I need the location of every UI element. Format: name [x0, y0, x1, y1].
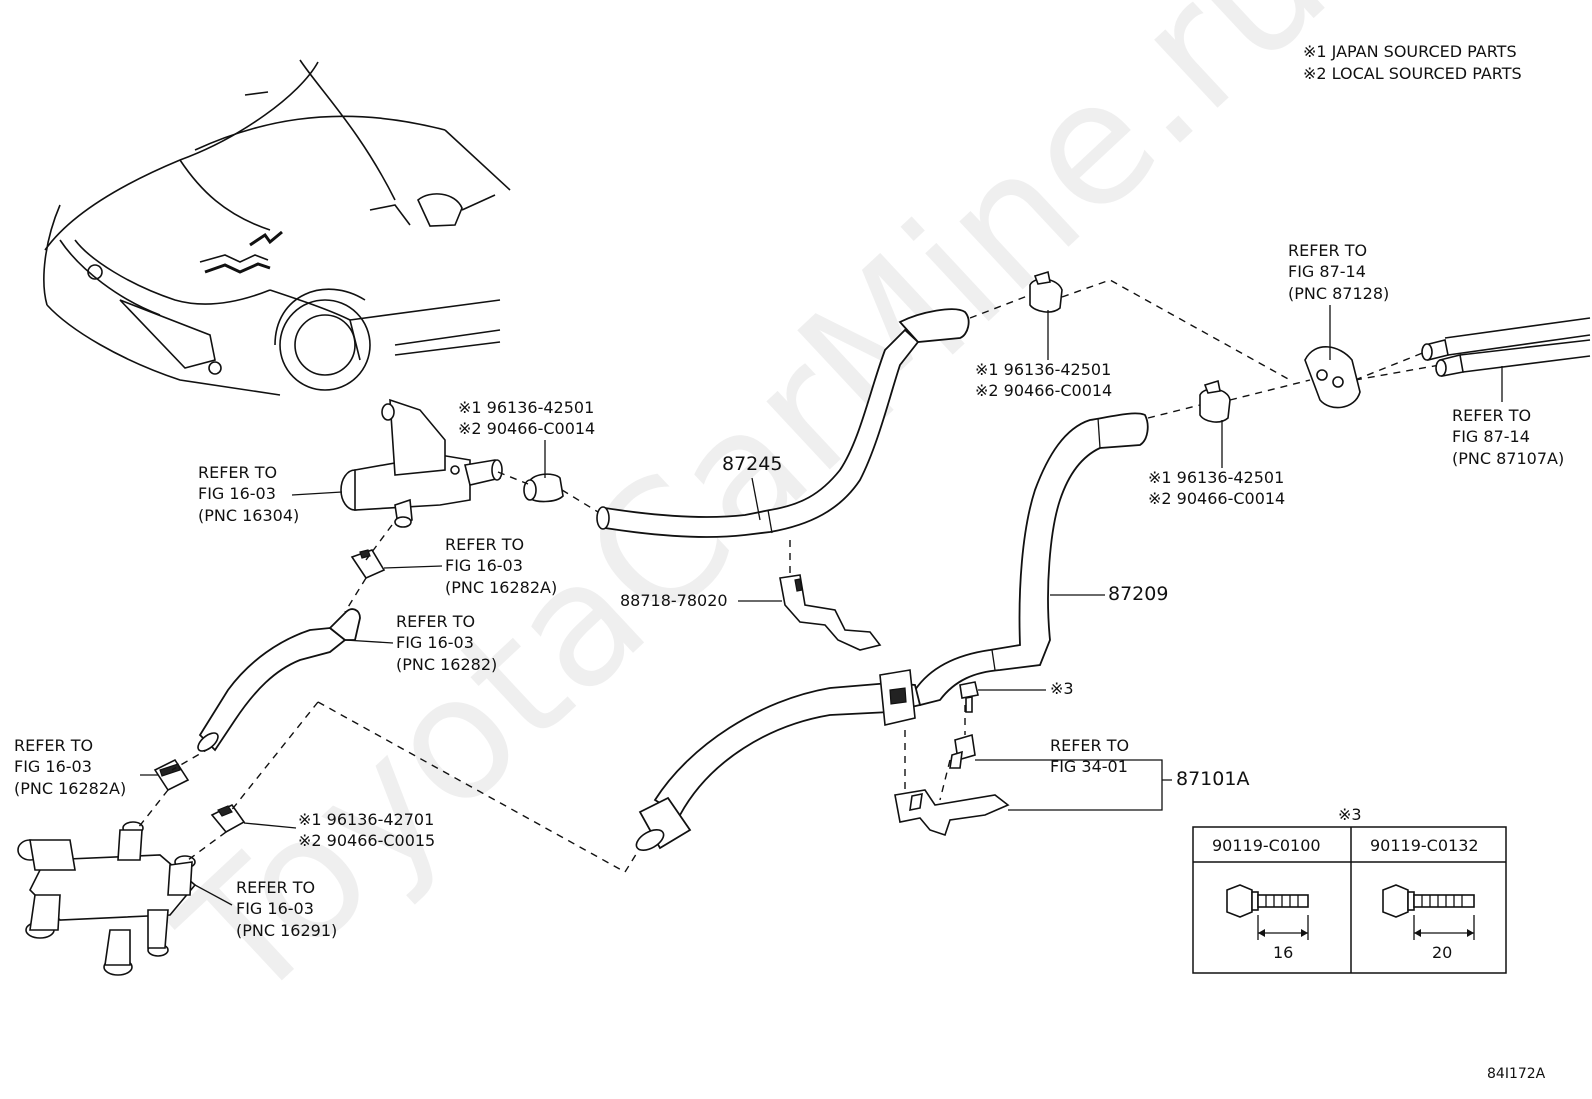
bolt-table: ※3 90119-C0100 90119-C0132 16 20: [1192, 805, 1507, 974]
bolt-mark3-label: ※3: [1050, 679, 1074, 698]
clamp-c-label-1: ※1 96136-42501: [1148, 468, 1284, 487]
vehicle-illustration: [43, 59, 511, 396]
ref-87107a-line-1: REFER TO: [1452, 406, 1531, 425]
grommet-87128: [1304, 346, 1361, 409]
hose-87209: [914, 412, 1149, 707]
ref-16282-line-3: (PNC 16282): [396, 655, 497, 674]
ref-16282-line-2: FIG 16-03: [396, 633, 474, 652]
ref-16291-line-2: FIG 16-03: [236, 899, 314, 918]
clamp-d-label-2: ※2 90466-C0015: [298, 831, 435, 850]
hose-clamp-d: [210, 803, 246, 834]
heater-pipes-87107a: [1421, 317, 1591, 377]
hose-16282: [197, 608, 361, 752]
hose-clamp-b: [1029, 270, 1063, 313]
water-valve-16291: [17, 821, 197, 976]
diagram-code: 84I172A: [1487, 1066, 1546, 1082]
part-87209-label: 87209: [1108, 583, 1168, 605]
part-87245-label: 87245: [722, 453, 782, 475]
bolt-table-col1-length: 16: [1273, 943, 1293, 962]
legend-line-1: ※1 JAPAN SOURCED PARTS: [1303, 42, 1517, 61]
hose-clamp-a: [523, 473, 564, 503]
clamp-d-label-1: ※1 96136-42701: [298, 810, 434, 829]
clip-16282a-top: [350, 549, 386, 580]
clamp-b-label-1: ※1 96136-42501: [975, 360, 1111, 379]
ref-87107a-line-2: FIG 87-14: [1452, 427, 1530, 446]
bracket-87101a: [894, 789, 1010, 837]
bolt-mark3: [959, 681, 979, 713]
clip-34-01: [949, 733, 976, 769]
bolt-table-col1-part: 90119-C0100: [1212, 836, 1321, 855]
bolt-16-drawing: [1226, 884, 1309, 940]
ref-87107a-line-3: (PNC 87107A): [1452, 449, 1564, 468]
ref-34-01-line-2: FIG 34-01: [1050, 757, 1128, 776]
ref-87128-line-1: REFER TO: [1288, 241, 1367, 260]
bolt-20-drawing: [1382, 884, 1475, 940]
part-88718-label: 88718-78020: [620, 591, 728, 610]
water-valve-16304: [340, 398, 503, 528]
ref-16282a-left-line-1: REFER TO: [14, 736, 93, 755]
bolt-table-col2-length: 20: [1432, 943, 1452, 962]
ref-16304-line-2: FIG 16-03: [198, 484, 276, 503]
clamp-88718: [779, 574, 882, 651]
ref-16304-line-3: (PNC 16304): [198, 506, 299, 525]
ref-16282a-top-line-2: FIG 16-03: [445, 556, 523, 575]
ref-16291-line-1: REFER TO: [236, 878, 315, 897]
ref-16282a-left-line-3: (PNC 16282A): [14, 779, 126, 798]
ref-87128-line-2: FIG 87-14: [1288, 262, 1366, 281]
clamp-a-label-2: ※2 90466-C0014: [458, 419, 595, 438]
clamp-c-label-2: ※2 90466-C0014: [1148, 489, 1285, 508]
ref-16282a-left-line-2: FIG 16-03: [14, 757, 92, 776]
hose-87245: [596, 308, 970, 538]
bolt-table-mark: ※3: [1338, 805, 1362, 824]
ref-16282a-top-line-3: (PNC 16282A): [445, 578, 557, 597]
ref-16304-line-1: REFER TO: [198, 463, 277, 482]
ref-34-01-line-1: REFER TO: [1050, 736, 1129, 755]
clip-16282a-left: [153, 758, 190, 792]
clamp-a-label-1: ※1 96136-42501: [458, 398, 594, 417]
clamp-b-label-2: ※2 90466-C0014: [975, 381, 1112, 400]
part-87101a-label: 87101A: [1176, 768, 1249, 790]
legend-line-2: ※2 LOCAL SOURCED PARTS: [1303, 64, 1522, 83]
hose-87101a: [635, 669, 922, 852]
ref-16282a-top-line-1: REFER TO: [445, 535, 524, 554]
ref-16282-line-1: REFER TO: [396, 612, 475, 631]
ref-16291-line-3: (PNC 16291): [236, 921, 337, 940]
bolt-table-col2-part: 90119-C0132: [1370, 836, 1479, 855]
hose-clamp-c: [1199, 379, 1231, 423]
ref-87128-line-3: (PNC 87128): [1288, 284, 1389, 303]
